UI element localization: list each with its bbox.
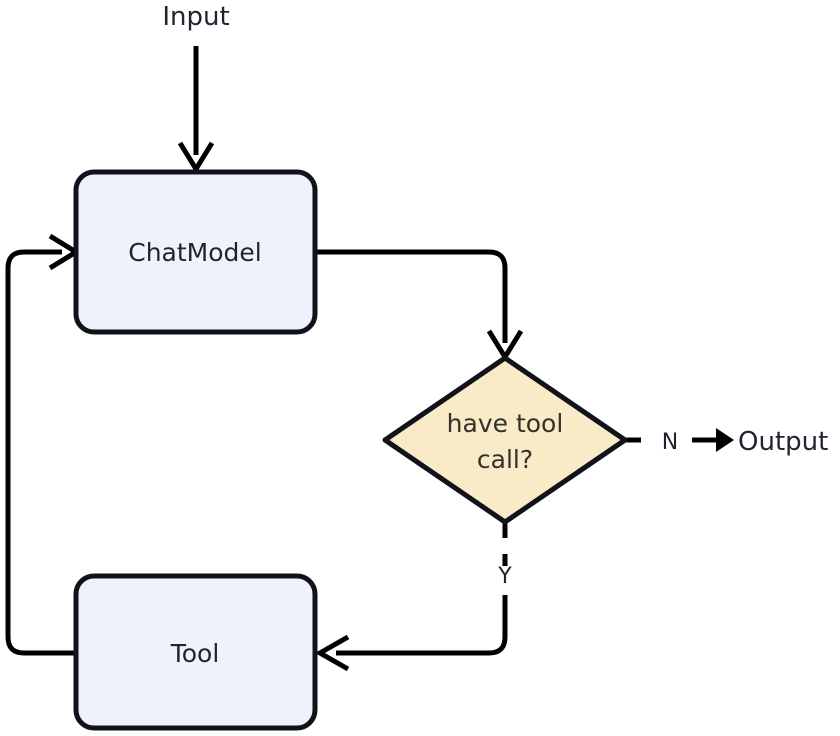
decision-label-line2: call? <box>477 445 533 474</box>
node-tool[interactable]: Tool <box>73 573 318 731</box>
decision-diamond[interactable] <box>382 355 628 525</box>
chatmodel-label: ChatModel <box>128 238 261 267</box>
chatmodel-box[interactable] <box>73 169 318 335</box>
tool-box[interactable] <box>73 573 318 731</box>
edge-line <box>336 595 508 656</box>
edge-tool-to-chatmodel <box>5 233 81 656</box>
arrowhead-icon <box>716 428 734 452</box>
arrowhead-icon <box>314 634 350 672</box>
decision-label-line1: have tool <box>447 409 564 438</box>
output-label: Output <box>738 427 828 457</box>
tool-label: Tool <box>170 639 220 668</box>
edge-decision-to-tool: Y <box>314 522 512 672</box>
input-label: Input <box>162 2 229 32</box>
edge-line <box>315 249 508 343</box>
node-decision-have-tool-call[interactable]: have tool call? <box>382 355 628 525</box>
node-chatmodel[interactable]: ChatModel <box>73 169 318 335</box>
edge-chatmodel-to-decision <box>315 249 524 362</box>
edge-line <box>5 249 76 656</box>
edge-input-to-chatmodel <box>177 46 215 174</box>
arrowhead-icon <box>177 141 215 174</box>
edge-label-no: N <box>662 430 678 455</box>
edge-decision-to-output: N <box>625 428 734 455</box>
edge-label-yes: Y <box>497 564 512 589</box>
